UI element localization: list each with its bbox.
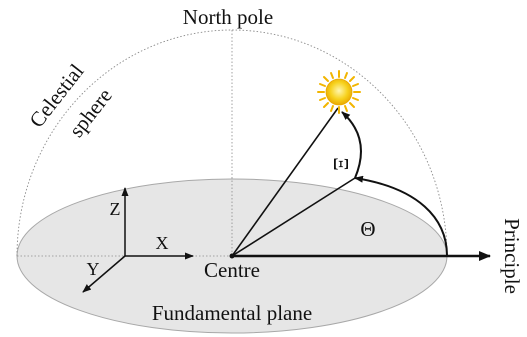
principle-label: Principle bbox=[500, 218, 524, 294]
xi-arc bbox=[341, 111, 362, 179]
z-axis-label: Z bbox=[110, 199, 121, 219]
y-axis-label: Y bbox=[87, 259, 100, 279]
theta-label: Θ bbox=[360, 217, 375, 241]
y-axis bbox=[82, 255, 126, 293]
fundamental-plane-label: Fundamental plane bbox=[152, 301, 312, 325]
centre-point bbox=[229, 253, 235, 259]
theta-arc bbox=[354, 175, 448, 257]
centre-label: Centre bbox=[204, 258, 260, 282]
xi-label: Ξ bbox=[329, 157, 353, 171]
north-pole-label: North pole bbox=[183, 5, 273, 29]
xyz-axes bbox=[82, 187, 194, 293]
sun-direction-vector bbox=[231, 107, 339, 257]
x-axis-label: X bbox=[156, 233, 169, 253]
sun-icon bbox=[317, 70, 361, 114]
projection-vector bbox=[231, 177, 356, 257]
celestial-sphere-outline bbox=[16, 29, 448, 257]
